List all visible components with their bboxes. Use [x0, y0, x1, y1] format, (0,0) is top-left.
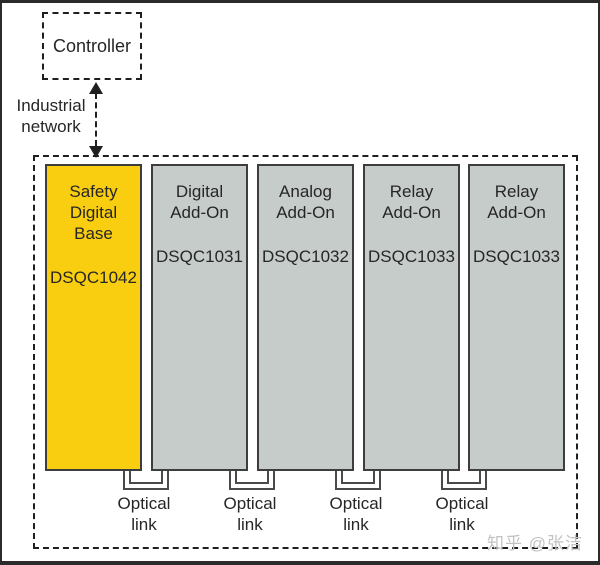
module-code: DSQC1032 [262, 247, 349, 266]
optical-link-connector [441, 471, 487, 490]
optical-link-connector-inner [341, 471, 375, 484]
optical-link-label: Optical link [329, 494, 383, 534]
module-code: DSQC1033 [473, 247, 560, 266]
optical-link-label: Optical link [435, 494, 489, 534]
module-analog-add-on: Analog Add-On DSQC1032 [257, 164, 354, 471]
module-relay-add-on-2: Relay Add-On DSQC1033 [468, 164, 565, 471]
module-title: Relay Add-On [487, 182, 546, 222]
module-title: Digital Add-On [170, 182, 229, 222]
network-link-dashed-line [95, 93, 97, 146]
module-title: Analog Add-On [276, 182, 335, 222]
watermark-text: 知乎 @张洁 [487, 534, 583, 553]
controller-label: Controller [52, 35, 132, 56]
module-title: Safety Digital Base [69, 182, 118, 243]
optical-link-connector [335, 471, 381, 490]
module-code: DSQC1031 [156, 247, 243, 266]
optical-link-connector-inner [235, 471, 269, 484]
module-safety-digital-base: Safety Digital Base DSQC1042 [45, 164, 142, 471]
optical-link-connector-inner [447, 471, 481, 484]
optical-link-connector-inner [129, 471, 163, 484]
optical-link-connector [123, 471, 169, 490]
module-code: DSQC1033 [368, 247, 455, 266]
module-digital-add-on: Digital Add-On DSQC1031 [151, 164, 248, 471]
module-relay-add-on-1: Relay Add-On DSQC1033 [363, 164, 460, 471]
arrow-up-icon [89, 82, 103, 94]
module-code: DSQC1042 [50, 268, 137, 287]
optical-link-label: Optical link [223, 494, 277, 534]
optical-link-label: Optical link [117, 494, 171, 534]
module-title: Relay Add-On [382, 182, 441, 222]
io-system-dashed-box [33, 155, 578, 549]
optical-link-connector [229, 471, 275, 490]
industrial-network-label: Industrial network [16, 96, 86, 136]
controller-box: Controller [42, 12, 142, 80]
